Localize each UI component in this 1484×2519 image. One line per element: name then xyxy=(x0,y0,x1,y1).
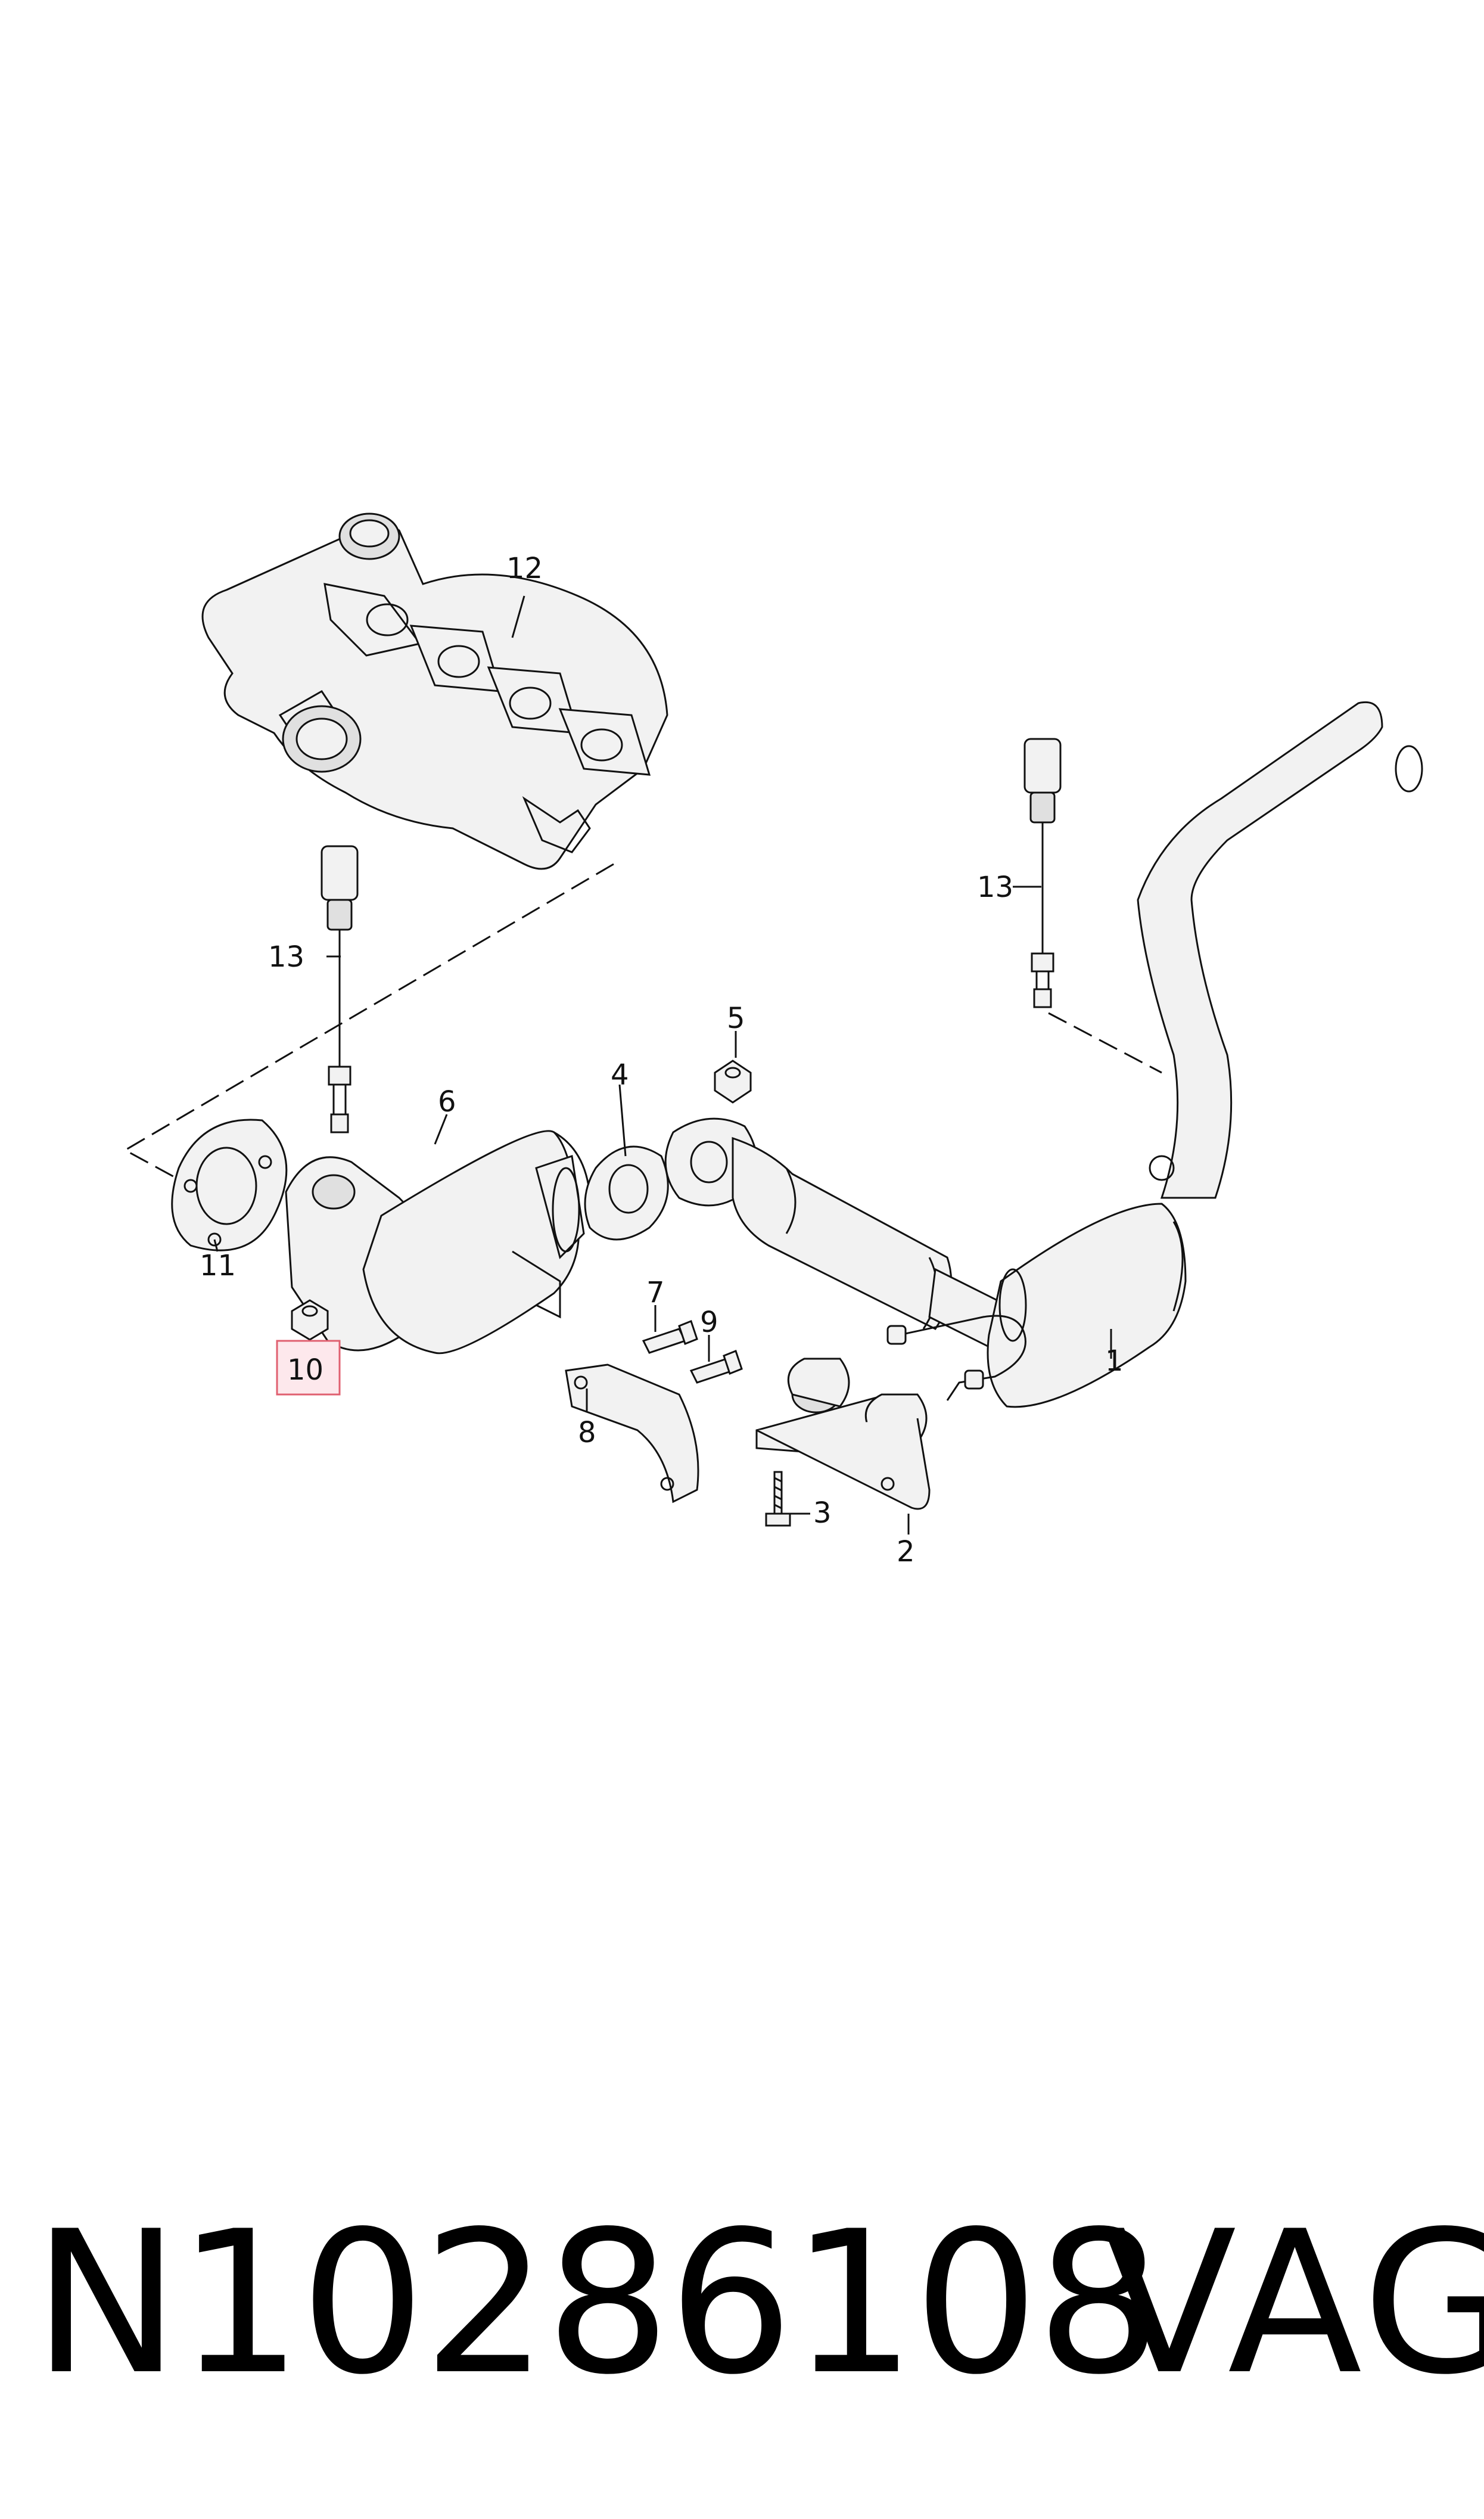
part-1-catalytic-converter-rear xyxy=(987,701,1423,1408)
callout-4: 4 xyxy=(611,1058,629,1092)
part-4-flange-gasket xyxy=(584,1145,669,1241)
callout-1: 1 xyxy=(1105,1344,1124,1378)
callout-labels: 1 2 3 4 5 6 7 8 9 10 11 12 13 13 xyxy=(200,552,1124,1568)
part-13-oxygen-sensor-left xyxy=(321,845,359,1133)
part-3-bolt xyxy=(765,1471,791,1527)
part-8-heat-shield-bracket xyxy=(565,1363,699,1504)
part-7-bolt xyxy=(642,1320,698,1354)
part-10-nut xyxy=(291,1299,329,1341)
callout-13-left: 13 xyxy=(268,940,304,974)
callout-12: 12 xyxy=(506,552,543,585)
callout-7: 7 xyxy=(646,1276,665,1309)
part-9-stud xyxy=(689,1350,743,1384)
part-13-oxygen-sensor-right xyxy=(1023,738,1062,1008)
footer-part-number: N10286108 xyxy=(33,2189,1162,2418)
callout-2: 2 xyxy=(897,1535,915,1568)
part-12-turbo-manifold xyxy=(201,513,668,870)
callout-3: 3 xyxy=(813,1496,832,1530)
footer-brand-name: VAG xyxy=(1102,2189,1484,2418)
callout-8: 8 xyxy=(578,1416,596,1449)
callout-11: 11 xyxy=(200,1249,236,1282)
highlight-box-part-10 xyxy=(276,1340,341,1396)
part-11-gasket xyxy=(171,1119,288,1251)
part-6-catalytic-converter-front xyxy=(285,1130,592,1355)
callout-6: 6 xyxy=(438,1085,456,1119)
callout-13-right: 13 xyxy=(977,871,1013,904)
part-2-mounting-bracket xyxy=(755,1358,931,1510)
callout-10: 10 xyxy=(287,1353,323,1387)
part-5-nut xyxy=(714,1060,752,1104)
callout-9: 9 xyxy=(700,1306,718,1339)
leader-lines xyxy=(213,595,1112,1535)
sensor-wire-harness xyxy=(886,1315,1026,1401)
callout-5: 5 xyxy=(727,1002,745,1035)
